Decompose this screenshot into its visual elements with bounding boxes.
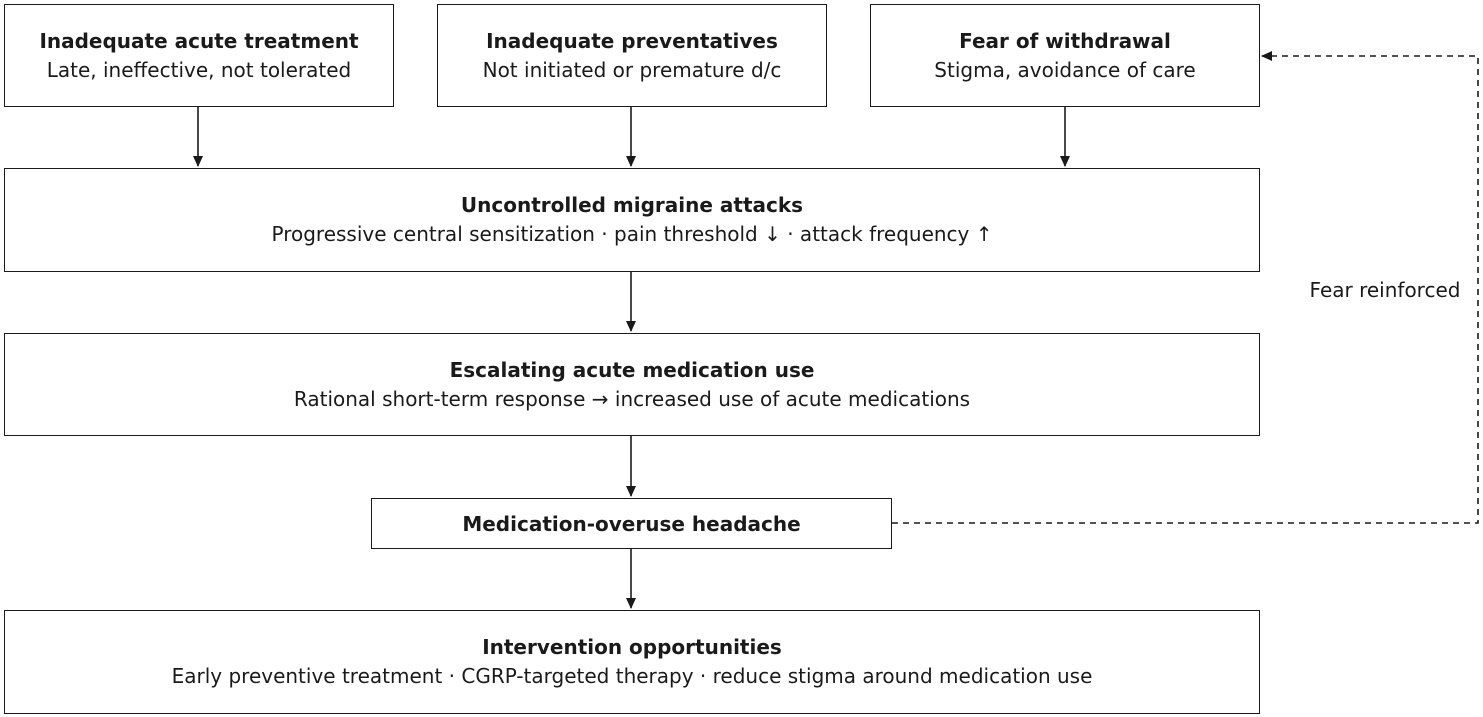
box-title: Inadequate acute treatment [39,28,359,53]
box-title: Fear of withdrawal [959,28,1171,53]
box-title: Escalating acute medication use [449,357,815,382]
box-medication-overuse-headache: Medication-overuse headache [371,498,892,549]
box-uncontrolled-migraine-attacks: Uncontrolled migraine attacks Progressiv… [4,168,1260,272]
box-inadequate-acute-treatment: Inadequate acute treatment Late, ineffec… [4,4,394,107]
box-subtitle: Early preventive treatment · CGRP-target… [171,664,1093,688]
box-subtitle: Stigma, avoidance of care [934,57,1196,82]
feedback-label: Fear reinforced [1309,278,1461,302]
box-subtitle: Not initiated or premature d/c [482,57,782,82]
box-fear-of-withdrawal: Fear of withdrawal Stigma, avoidance of … [870,4,1260,107]
box-title: Medication-overuse headache [462,511,801,536]
box-inadequate-preventatives: Inadequate preventatives Not initiated o… [437,4,827,107]
box-subtitle: Rational short-term response → increased… [293,386,971,411]
box-title: Uncontrolled migraine attacks [460,193,804,217]
box-subtitle: Progressive central sensitization · pain… [271,222,993,246]
feedback-dashed-arrow [892,51,1479,524]
box-escalating-acute-medication-use: Escalating acute medication use Rational… [4,333,1260,436]
box-subtitle: Late, ineffective, not tolerated [46,57,352,82]
box-intervention-opportunities: Intervention opportunities Early prevent… [4,610,1260,714]
box-title: Inadequate preventatives [486,28,778,53]
box-title: Intervention opportunities [482,635,782,659]
